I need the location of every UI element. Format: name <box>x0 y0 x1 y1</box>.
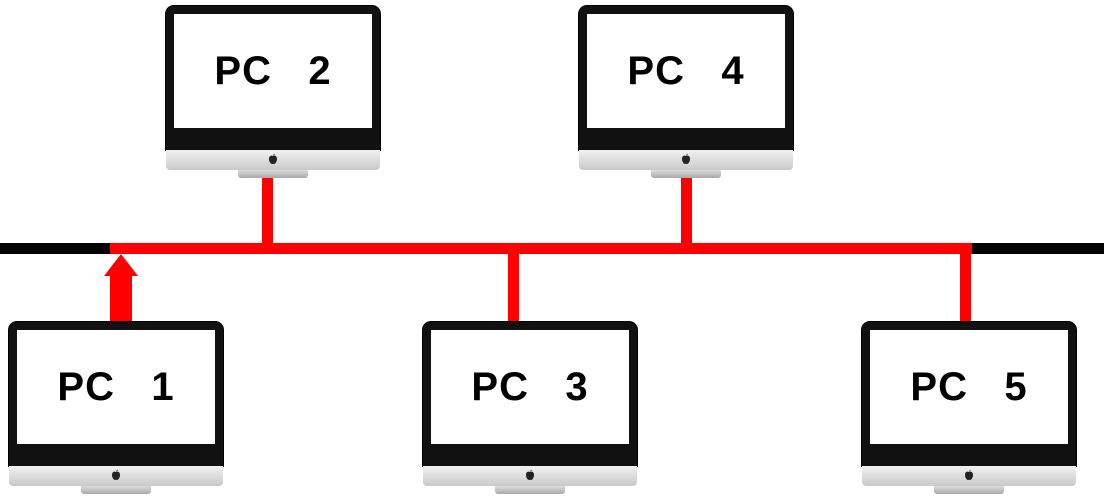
monitor-bezel: PC 4 <box>579 6 793 150</box>
monitor-chin <box>579 150 793 170</box>
pc-label: PC 3 <box>471 364 589 409</box>
pc-label: PC 5 <box>910 364 1028 409</box>
pc-label: PC 2 <box>214 48 332 93</box>
monitor-stand <box>238 170 308 178</box>
monitor-bezel: PC 5 <box>862 322 1076 466</box>
monitor-chin <box>166 150 380 170</box>
computer-pc2: PC 2 <box>166 6 380 178</box>
monitor-stand <box>81 486 151 494</box>
monitor-screen: PC 5 <box>870 330 1068 444</box>
computer-pc1: PC 1 <box>9 322 223 494</box>
apple-logo-icon <box>525 469 535 485</box>
drop-line-pc4 <box>681 178 692 248</box>
pc-label: PC 1 <box>57 364 175 409</box>
computer-pc5: PC 5 <box>862 322 1076 494</box>
apple-logo-icon <box>268 153 278 169</box>
monitor-bezel: PC 3 <box>423 322 637 466</box>
monitor-chin <box>423 466 637 486</box>
computer-pc3: PC 3 <box>423 322 637 494</box>
drop-line-pc2 <box>262 172 273 248</box>
arrow-up-icon <box>104 254 138 276</box>
apple-logo-icon <box>111 469 121 485</box>
arrow-shaft <box>110 276 132 326</box>
monitor-stand <box>651 170 721 178</box>
pc-label: PC 4 <box>627 48 745 93</box>
drop-line-pc5 <box>960 248 971 326</box>
apple-logo-icon <box>681 153 691 169</box>
computer-pc4: PC 4 <box>579 6 793 178</box>
drop-line-pc3 <box>508 248 519 326</box>
monitor-bezel: PC 2 <box>166 6 380 150</box>
monitor-bezel: PC 1 <box>9 322 223 466</box>
monitor-chin <box>862 466 1076 486</box>
monitor-stand <box>934 486 1004 494</box>
monitor-screen: PC 2 <box>174 14 372 128</box>
monitor-screen: PC 4 <box>587 14 785 128</box>
monitor-stand <box>495 486 565 494</box>
monitor-screen: PC 3 <box>431 330 629 444</box>
monitor-screen: PC 1 <box>17 330 215 444</box>
signal-trunk <box>110 243 972 254</box>
monitor-chin <box>9 466 223 486</box>
apple-logo-icon <box>964 469 974 485</box>
